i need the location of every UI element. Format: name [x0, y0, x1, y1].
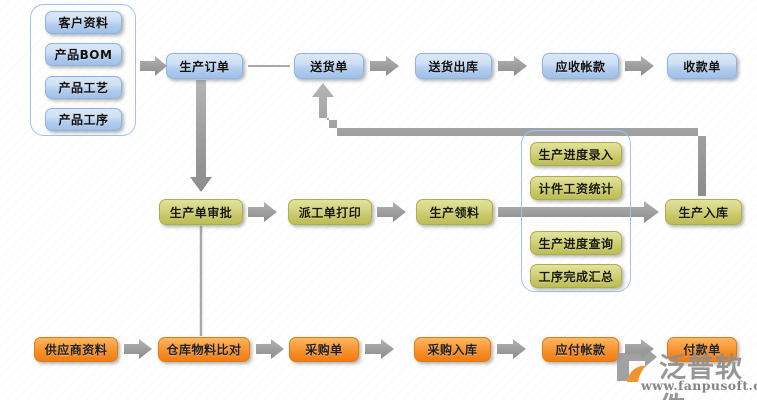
- node-dispatch-print[interactable]: 派工单打印: [288, 199, 372, 225]
- arrow-delivery-to-outbound: [370, 56, 399, 76]
- node-purchase-inbound[interactable]: 采购入库: [414, 337, 491, 362]
- node-progress-query[interactable]: 生产进度查询: [530, 231, 622, 255]
- arrow-inbound-feedback-delivery: [312, 83, 706, 196]
- node-payment-voucher[interactable]: 付款单: [667, 337, 737, 362]
- arrow-payable-to-payment: [625, 339, 654, 359]
- node-delivery-note[interactable]: 送货单: [294, 53, 364, 79]
- node-production-inbound[interactable]: 生产入库: [665, 199, 742, 225]
- node-production-picking[interactable]: 生产领料: [416, 199, 493, 225]
- basic-data-group: [30, 4, 136, 136]
- node-warehouse-compare[interactable]: 仓库物料比对: [158, 337, 250, 362]
- node-delivery-outbound[interactable]: 送货出库: [415, 53, 492, 79]
- node-supplier-data[interactable]: 供应商资料: [34, 337, 118, 362]
- node-purchase-order[interactable]: 采购单: [289, 337, 359, 362]
- arrow-approval-to-dispatch: [248, 202, 277, 222]
- arrow-order-down-to-approval: [190, 80, 212, 192]
- arrow-inbound-to-payable: [497, 339, 526, 359]
- node-product-bom[interactable]: 产品BOM: [45, 43, 122, 66]
- production-progress-group: [521, 130, 631, 292]
- node-product-routing[interactable]: 产品工序: [45, 108, 122, 131]
- node-product-process[interactable]: 产品工艺: [45, 76, 122, 99]
- arrow-warehouse-to-purchase: [256, 339, 284, 359]
- arrow-dispatch-to-picking: [377, 202, 406, 222]
- arrow-purchase-to-inbound: [365, 339, 394, 359]
- arrow-outbound-to-receivable: [498, 56, 527, 76]
- node-production-approval[interactable]: 生产单审批: [159, 199, 243, 225]
- node-process-completion[interactable]: 工序完成汇总: [530, 264, 622, 288]
- node-customer-data[interactable]: 客户资料: [45, 11, 122, 34]
- arrow-supplier-to-warehouse: [124, 339, 152, 359]
- node-accounts-receivable[interactable]: 应收帐款: [542, 53, 619, 79]
- arrow-picking-to-inbound: [498, 201, 659, 223]
- node-accounts-payable[interactable]: 应付帐款: [542, 337, 619, 362]
- arrow-basicdata-to-order: [140, 56, 167, 76]
- node-receipt-voucher[interactable]: 收款单: [667, 53, 737, 79]
- arrow-receivable-to-receipt: [625, 56, 654, 76]
- node-production-order[interactable]: 生产订单: [166, 53, 243, 79]
- node-progress-entry[interactable]: 生产进度录入: [530, 142, 622, 166]
- node-piecework-wage-stats[interactable]: 计件工资统计: [530, 176, 622, 200]
